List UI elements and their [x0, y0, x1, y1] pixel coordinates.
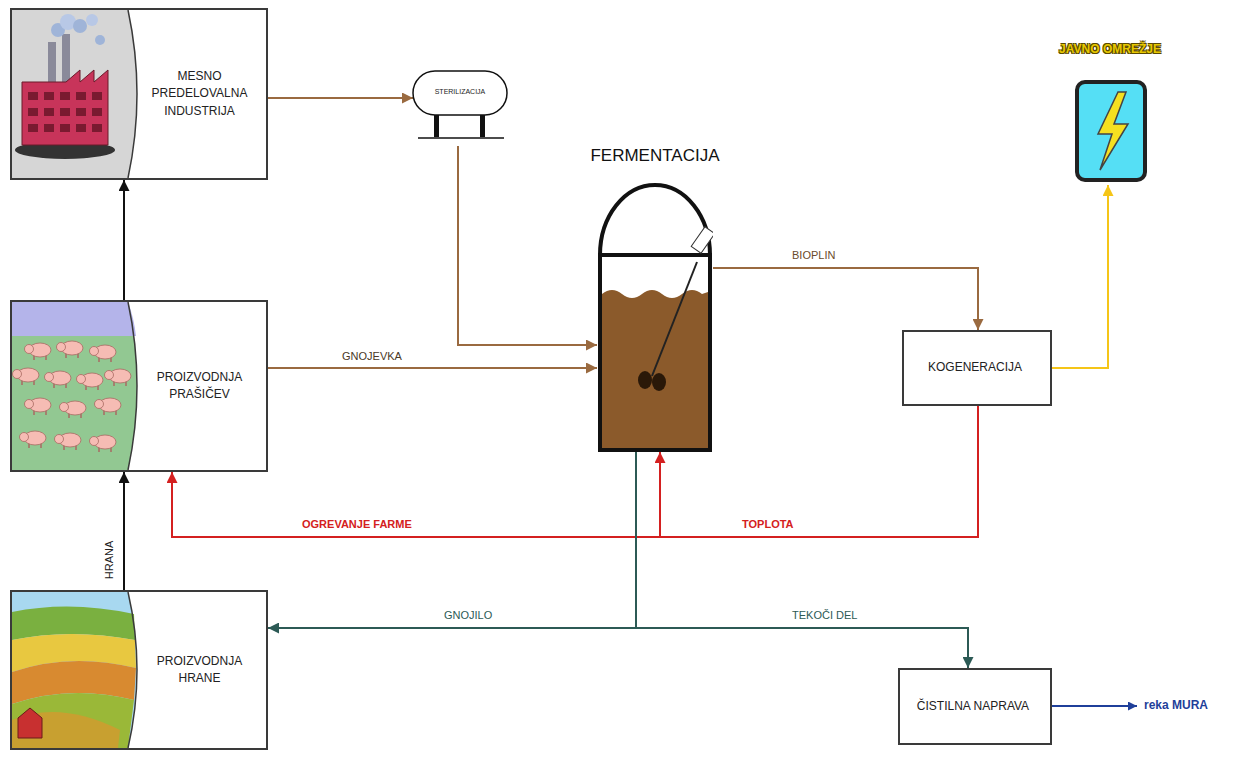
- power-grid-icon: [1040, 38, 1180, 185]
- flow-arrow: [268, 97, 413, 99]
- factory-illustration: [12, 10, 137, 178]
- process-box: MESNO PREDELOVALNA INDUSTRIJA: [10, 8, 268, 180]
- sterilization-tank: STERILIZACIJA: [410, 68, 510, 146]
- tank-label: STERILIZACIJA: [420, 87, 500, 97]
- flow-label: TEKOČI DEL: [790, 609, 859, 621]
- flow-arrow: [1052, 185, 1108, 368]
- flow-arrow: [636, 452, 968, 668]
- box-label: ČISTILNA NAPRAVA: [917, 698, 1029, 715]
- flow-label: HRANA: [103, 539, 115, 582]
- flow-arrow: [268, 367, 597, 369]
- flow-arrow: [172, 406, 978, 537]
- fermenter-heading: FERMENTACIJA: [557, 146, 753, 166]
- fermenter: FERMENTACIJA: [597, 140, 713, 452]
- box-label: MESNO PREDELOVALNA INDUSTRIJA: [150, 68, 250, 120]
- outflow-arrow: [1052, 705, 1137, 707]
- river-label: reka MURA: [1142, 698, 1210, 712]
- flow-arrow: [713, 268, 978, 330]
- flow-label: BIOPLIN: [790, 249, 837, 261]
- box-label: PROIZVODNJA HRANE: [150, 653, 250, 688]
- fermenter-outline: [597, 140, 713, 452]
- flow-arrow: [458, 146, 597, 345]
- grid-heading: JAVNO OMREŽJE: [1040, 42, 1180, 56]
- pig-farm-illustration: [12, 302, 137, 470]
- box-label: KOGENERACIJA: [928, 359, 1022, 376]
- box-label: PROIZVODNJA PRAŠIČEV: [150, 369, 250, 404]
- fields-illustration: [12, 592, 137, 748]
- process-box: PROIZVODNJA HRANE: [10, 590, 268, 750]
- flow-label: OGREVANJE FARME: [300, 518, 414, 530]
- process-box: ČISTILNA NAPRAVA: [898, 668, 1052, 745]
- flow-label: GNOJILO: [442, 609, 494, 621]
- flow-arrow: [123, 472, 125, 590]
- power-grid: JAVNO OMREŽJE: [1040, 38, 1180, 185]
- process-box: PROIZVODNJA PRAŠIČEV: [10, 300, 268, 472]
- process-box: KOGENERACIJA: [902, 330, 1052, 406]
- tank-outline: [410, 68, 510, 146]
- flow-arrow: [123, 180, 125, 300]
- flow-label: TOPLOTA: [740, 518, 796, 530]
- flow-arrow: [268, 452, 636, 628]
- flow-label: GNOJEVKA: [340, 350, 404, 362]
